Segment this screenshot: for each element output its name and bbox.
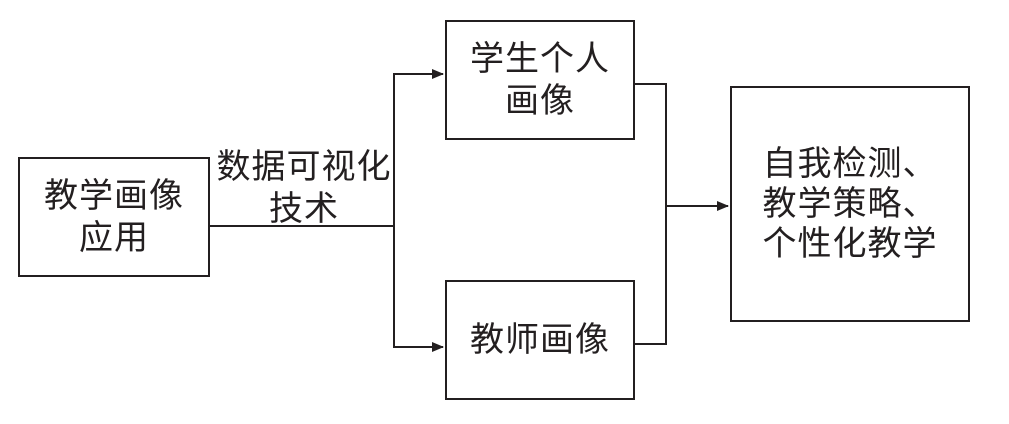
node-teacher-portrait: 教师画像 [445,280,635,400]
node-application-line-2: 应用 [79,218,149,258]
node-student-portrait: 学生个人 画像 [445,20,635,140]
edge-label-data-visualization: 数据可视化 技术 [216,146,392,230]
node-student-line-1: 学生个人 [470,39,610,79]
node-application-label: 教学画像 应用 [44,175,184,259]
node-application-line-1: 教学画像 [44,176,184,216]
node-outcomes-line-3: 个性化教学 [762,224,938,264]
node-outcomes-label: 自我检测、 教学策略、 个性化教学 [763,144,938,264]
node-teacher-label: 教师画像 [470,319,610,361]
node-student-label: 学生个人 画像 [470,38,610,122]
edge-label-line-2: 技术 [269,189,339,229]
node-student-line-2: 画像 [505,81,575,121]
edge-label-line-1: 数据可视化 [216,147,392,187]
node-outcomes: 自我检测、 教学策略、 个性化教学 [730,86,970,322]
node-outcomes-line-2: 教学策略、 [762,184,938,224]
node-outcomes-line-1: 自我检测、 [762,144,938,184]
node-teaching-portrait-application: 教学画像 应用 [18,157,210,277]
node-teacher-line-1: 教师画像 [470,320,610,360]
